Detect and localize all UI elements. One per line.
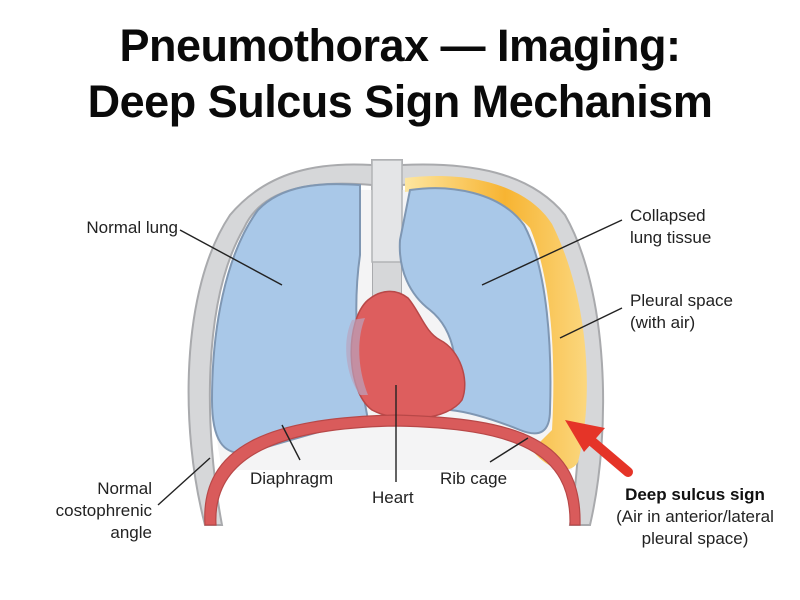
page-title: Pneumothorax — Imaging: Deep Sulcus Sign… (0, 18, 800, 130)
heart-overlap (346, 318, 368, 395)
title-line-2: Deep Sulcus Sign Mechanism (87, 76, 713, 127)
title-line-1: Pneumothorax — Imaging: (119, 20, 681, 71)
leader-normal-angle (157, 457, 211, 506)
label-collapsed-lung: Collapsed lung tissue (630, 206, 712, 247)
leader-rib-cage (489, 437, 529, 463)
label-rib-cage: Rib cage (440, 469, 508, 488)
label-pleural-space: Pleural space (with air) (630, 291, 734, 332)
pleural-air (405, 175, 587, 470)
diaphragm-shape (204, 414, 581, 526)
leader-collapsed-lung (481, 219, 623, 286)
leader-diaphragm (281, 424, 301, 461)
label-normal-costophrenic-angle: Normal costophrenic angle (55, 479, 152, 542)
leader-normal-lung (179, 229, 283, 286)
label-deep-sulcus-sign: Deep sulcus sign (625, 485, 765, 504)
trachea (371, 159, 403, 263)
label-heart: Heart (372, 488, 414, 507)
deep-sulcus-arrow (565, 420, 633, 477)
label-deep-sulcus-description: (Air in anterior/lateral pleural space) (616, 507, 774, 548)
label-normal-lung: Normal lung (86, 218, 178, 237)
leader-pleural-space (559, 307, 623, 339)
collapsed-lung-shape (398, 187, 552, 435)
label-diaphragm: Diaphragm (250, 469, 334, 488)
